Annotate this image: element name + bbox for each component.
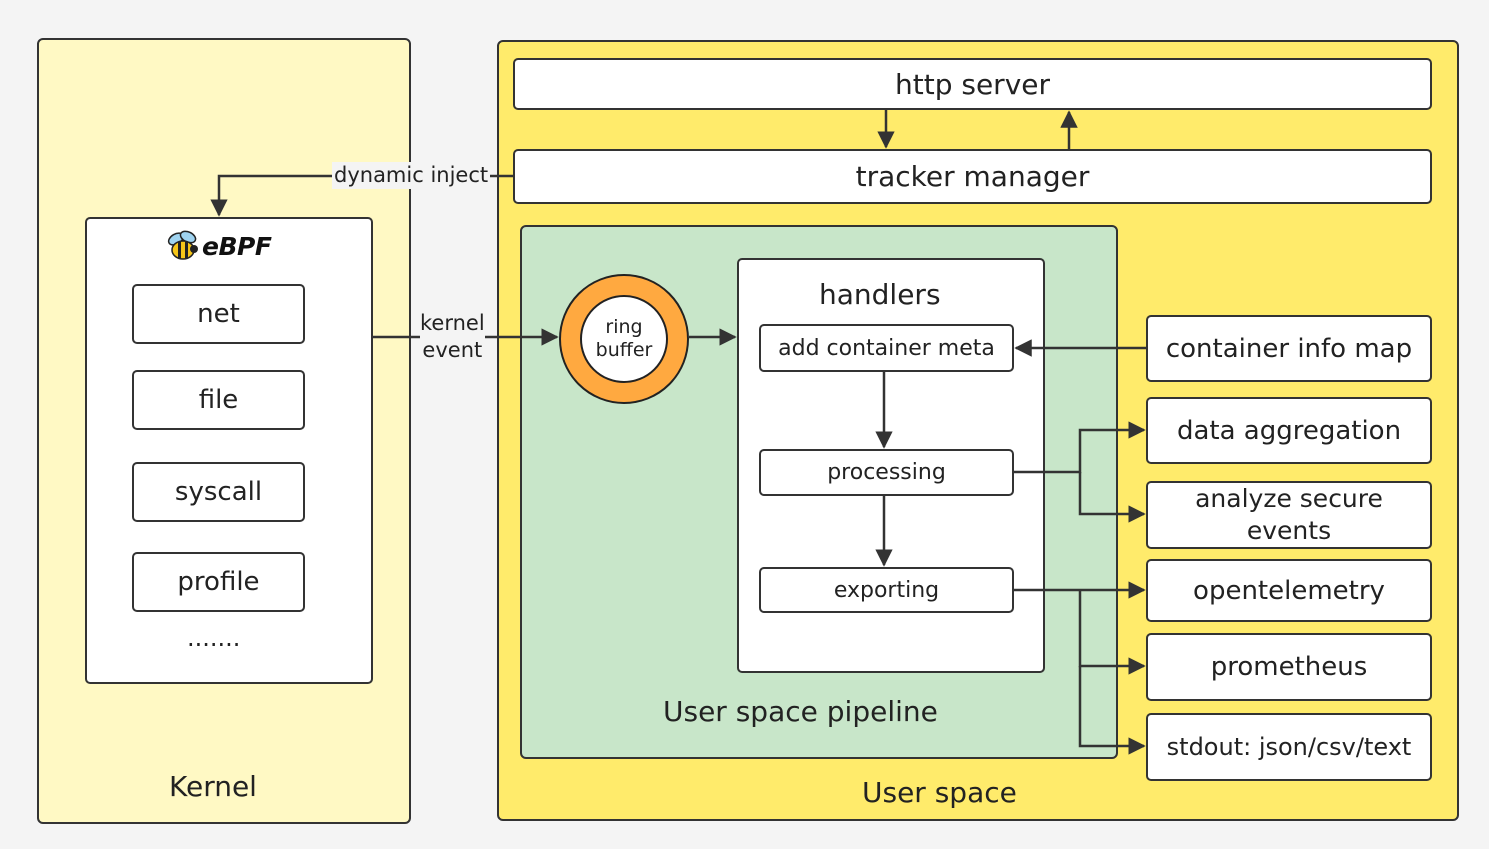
- ring-buffer-label-line1: ring: [605, 316, 643, 338]
- arrow-to-data-aggregation: [1014, 421, 1146, 474]
- analyze-secure-events-label: analyze secure events: [1195, 484, 1383, 545]
- bee-icon: [167, 230, 198, 260]
- prometheus-label: prometheus: [1210, 652, 1368, 682]
- kernel-module-file: file: [132, 370, 305, 430]
- kernel-event-label-line1: kernel: [420, 311, 485, 335]
- prometheus-box: prometheus: [1146, 633, 1432, 701]
- handler-step-label: add container meta: [778, 335, 995, 361]
- dynamic-inject-label: dynamic inject: [332, 162, 491, 189]
- data-aggregation-label: data aggregation: [1176, 415, 1402, 446]
- container-info-map-box: container info map: [1146, 315, 1432, 382]
- kernel-event-label: kernel event: [420, 310, 485, 364]
- analyze-secure-events-box: analyze secure events: [1146, 481, 1432, 549]
- kernel-label: Kernel: [169, 770, 257, 803]
- kernel-module-profile: profile: [132, 552, 305, 612]
- handlers-title: handlers: [819, 278, 941, 311]
- kernel-module-label: file: [198, 385, 239, 415]
- stdout-box: stdout: json/csv/text: [1146, 713, 1432, 781]
- tracker-manager-box: tracker manager: [513, 149, 1432, 204]
- kernel-module-label: syscall: [174, 477, 263, 507]
- arrow-to-prometheus: [1078, 590, 1146, 675]
- ebpf-logo: eBPF: [166, 228, 272, 264]
- opentelemetry-box: opentelemetry: [1146, 559, 1432, 622]
- handler-add-container-meta: add container meta: [759, 324, 1014, 372]
- opentelemetry-label: opentelemetry: [1193, 575, 1385, 606]
- stdout-label: stdout: json/csv/text: [1166, 733, 1412, 761]
- container-info-map-label: container info map: [1165, 333, 1413, 364]
- arrow-to-stdout: [1078, 666, 1146, 755]
- http-server-label: http server: [894, 67, 1050, 101]
- ebpf-logo-text: eBPF: [202, 231, 272, 261]
- handler-exporting: exporting: [759, 567, 1014, 613]
- kernel-module-label: net: [197, 299, 240, 329]
- tracker-manager-label: tracker manager: [855, 160, 1090, 193]
- user-space-label: User space: [862, 776, 1017, 809]
- http-server-box: http server: [513, 58, 1432, 110]
- kernel-module-net: net: [132, 284, 305, 344]
- ring-buffer-label-line2: buffer: [595, 339, 653, 361]
- handler-step-label: exporting: [833, 577, 940, 603]
- arrow-to-secure-events: [1078, 472, 1146, 523]
- ring-buffer-inner: ring buffer: [580, 295, 668, 383]
- handler-processing: processing: [759, 449, 1014, 496]
- kernel-module-syscall: syscall: [132, 462, 305, 522]
- ring-buffer: ring buffer: [559, 274, 689, 404]
- pipeline-label: User space pipeline: [663, 695, 938, 728]
- data-aggregation-box: data aggregation: [1146, 397, 1432, 464]
- kernel-modules-more: .......: [187, 624, 241, 652]
- kernel-event-label-line2: event: [422, 338, 483, 362]
- kernel-module-label: profile: [177, 567, 260, 597]
- handler-step-label: processing: [827, 460, 946, 485]
